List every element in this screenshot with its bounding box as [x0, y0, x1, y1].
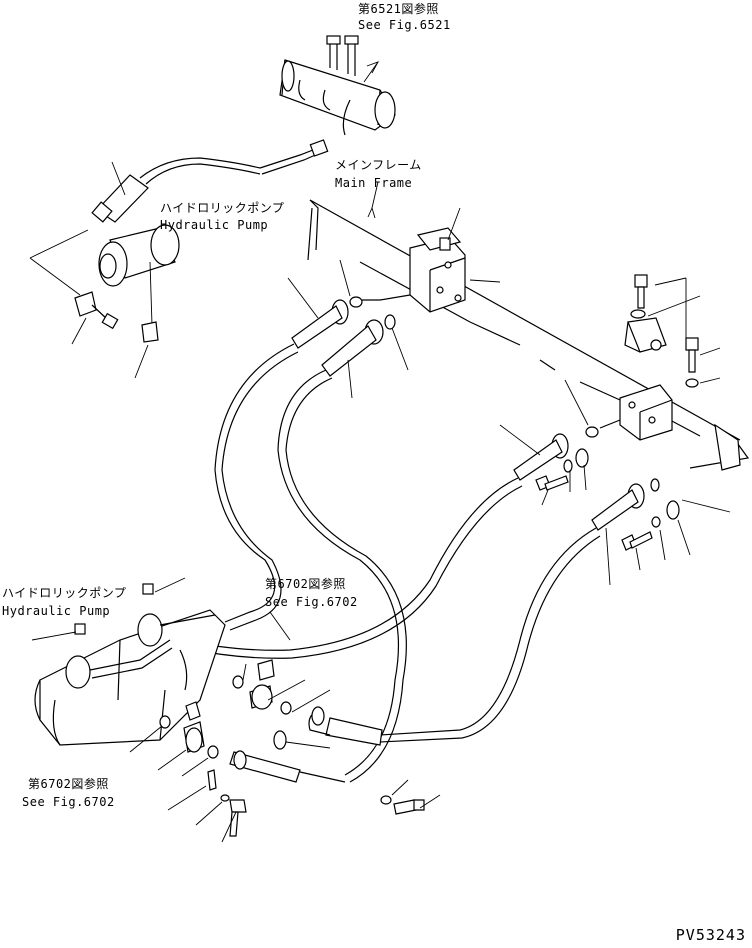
- fig6702-ref-mid-en: See Fig.6702: [265, 595, 358, 609]
- upper-pump-label-en: Hydraulic Pump: [160, 218, 269, 232]
- lower-pump-label-en: Hydraulic Pump: [2, 604, 111, 618]
- fig6702-ref-low-jp: 第6702図参照: [28, 777, 109, 791]
- long-hose-4: [308, 527, 601, 746]
- frame-mount-block-upper: [339, 207, 501, 313]
- long-hose-2: [277, 369, 407, 783]
- flange-hose-end-4: [591, 478, 731, 586]
- upper-hydraulic-pump: [29, 224, 180, 379]
- main-frame-label-jp: メインフレーム: [335, 158, 422, 172]
- lower-hydraulic-pump: [31, 577, 441, 843]
- long-hose-3: [179, 477, 523, 659]
- fig6702-ref-low-en: See Fig.6702: [22, 795, 115, 809]
- flange-hose-end-1: [287, 277, 349, 349]
- lower-pump-label-jp: ハイドロリックポンプ: [2, 586, 127, 600]
- fig6521-ref-jp: 第6521図参照: [358, 2, 439, 16]
- main-frame-label-en: Main Frame: [335, 176, 413, 190]
- upper-hose: [91, 139, 329, 223]
- upper-pump-label-jp: ハイドロリックポンプ: [160, 201, 285, 215]
- frame-mount-block-lower: [564, 379, 673, 441]
- right-bracket-bolts: [624, 274, 721, 388]
- drawing-code: PV53243: [675, 926, 746, 944]
- fig6702-ref-mid-jp: 第6702図参照: [265, 577, 346, 591]
- flange-hose-end-2: [321, 314, 409, 399]
- long-hose-1: [214, 343, 299, 631]
- fig6521-ref-en: See Fig.6521: [358, 18, 451, 32]
- flange-hose-end-3: [499, 424, 589, 506]
- control-valve-assembly: [279, 35, 396, 136]
